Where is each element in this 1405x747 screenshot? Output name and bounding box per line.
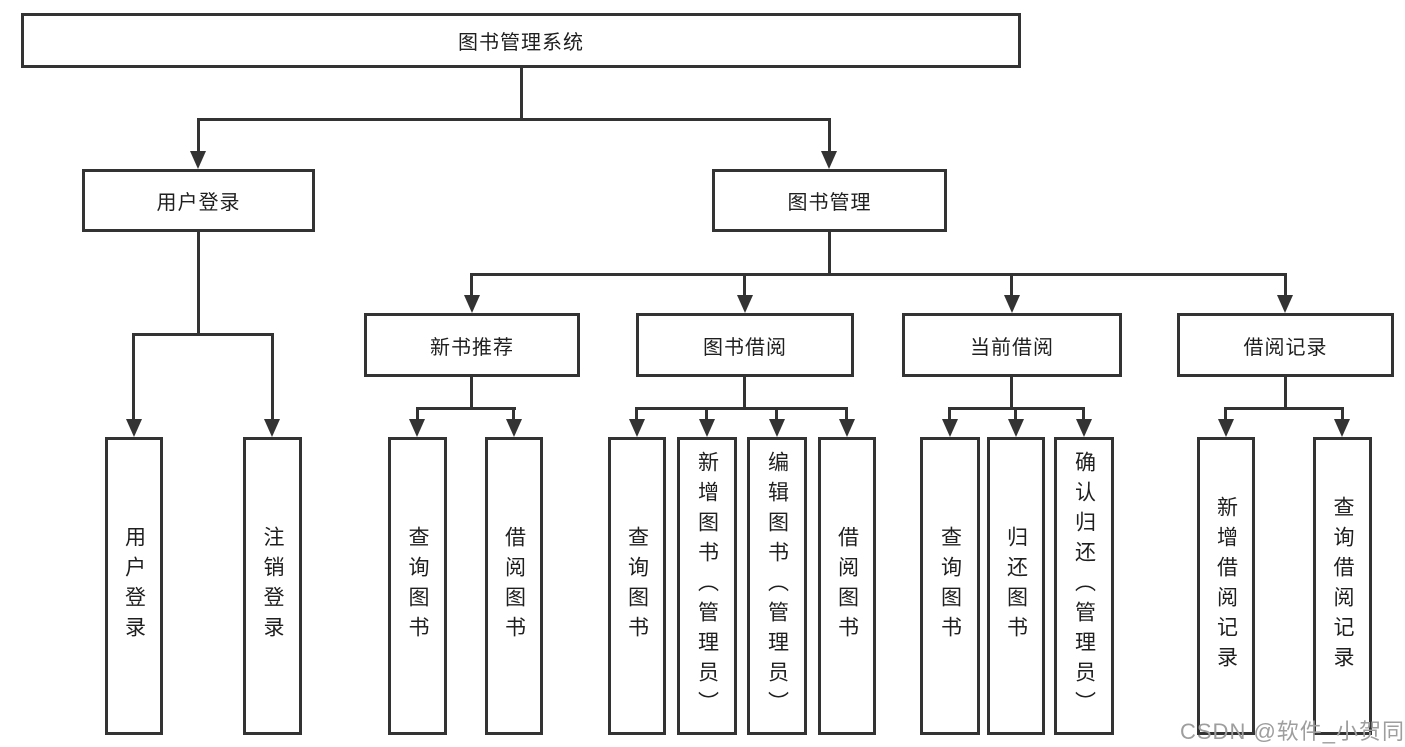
node-book-management: 图书管理	[712, 169, 947, 232]
arrow-down-icon	[409, 419, 425, 437]
node-book-borrowing: 图书借阅	[636, 313, 854, 377]
connector-drop-leaf-user-login	[132, 333, 135, 419]
leaf-logout: 注销登录	[243, 437, 302, 735]
connector-drop-leaf	[775, 407, 778, 421]
connector-book-management-branch	[470, 273, 1287, 276]
arrow-down-icon	[699, 419, 715, 437]
connector-user-login-trunk	[197, 232, 200, 336]
connector-drop-book-management	[828, 118, 831, 154]
connector-drop-new-book-recommendation	[470, 273, 473, 298]
connector-drop-leaf	[1224, 407, 1227, 421]
arrow-down-icon	[839, 419, 855, 437]
connector-drop-leaf	[416, 407, 419, 421]
connector-drop-leaf	[1341, 407, 1344, 421]
leaf-user-login: 用户登录	[105, 437, 163, 735]
connector-drop-leaf	[512, 407, 515, 421]
arrow-down-icon	[464, 295, 480, 313]
leaf-add-borrow-record: 新增借阅记录	[1197, 437, 1255, 735]
arrow-down-icon	[1076, 419, 1092, 437]
connector-drop-leaf	[1014, 407, 1017, 421]
arrow-down-icon	[126, 419, 142, 437]
node-new-book-recommendation: 新书推荐	[364, 313, 580, 377]
connector-borrowing-trunk	[743, 377, 746, 410]
connector-drop-user-login	[197, 118, 200, 154]
leaf-edit-books-admin: 编辑图书（管理员）	[747, 437, 807, 735]
arrow-down-icon	[264, 419, 280, 437]
leaf-query-books-recommend: 查询图书	[388, 437, 447, 735]
arrow-down-icon	[1277, 295, 1293, 313]
connector-root-trunk	[520, 68, 523, 121]
arrow-down-icon	[1218, 419, 1234, 437]
connector-recommend-branch	[416, 407, 516, 410]
arrow-down-icon	[821, 151, 837, 169]
leaf-borrow-books-borrowing: 借阅图书	[818, 437, 876, 735]
arrow-down-icon	[1334, 419, 1350, 437]
connector-records-trunk	[1284, 377, 1287, 410]
connector-drop-leaf	[705, 407, 708, 421]
connector-drop-current-borrowing	[1010, 273, 1013, 298]
connector-book-management-trunk	[828, 232, 831, 276]
leaf-confirm-return-admin: 确认归还（管理员）	[1054, 437, 1114, 735]
arrow-down-icon	[1004, 295, 1020, 313]
connector-drop-leaf	[948, 407, 951, 421]
connector-drop-leaf-logout	[271, 333, 274, 419]
arrow-down-icon	[190, 151, 206, 169]
arrow-down-icon	[629, 419, 645, 437]
connector-drop-borrowing-records	[1284, 273, 1287, 298]
connector-drop-book-borrowing	[743, 273, 746, 298]
arrow-down-icon	[506, 419, 522, 437]
arrow-down-icon	[769, 419, 785, 437]
connector-recommend-trunk	[470, 377, 473, 410]
leaf-add-books-admin: 新增图书（管理员）	[677, 437, 737, 735]
arrow-down-icon	[1008, 419, 1024, 437]
watermark: CSDN @软件_小贺同学	[1180, 719, 1405, 744]
leaf-return-books: 归还图书	[987, 437, 1045, 735]
connector-records-branch	[1224, 407, 1344, 410]
leaf-query-borrow-record: 查询借阅记录	[1313, 437, 1372, 735]
connector-drop-leaf	[1082, 407, 1085, 421]
node-library-management-system: 图书管理系统	[21, 13, 1021, 68]
connector-borrowing-branch	[635, 407, 848, 410]
node-user-login: 用户登录	[82, 169, 315, 232]
leaf-query-books-current: 查询图书	[920, 437, 980, 735]
leaf-query-books-borrowing: 查询图书	[608, 437, 666, 735]
connector-current-trunk	[1010, 377, 1013, 410]
leaf-borrow-books-recommend: 借阅图书	[485, 437, 543, 735]
connector-drop-leaf	[845, 407, 848, 421]
connector-root-branch	[197, 118, 831, 121]
node-current-borrowing: 当前借阅	[902, 313, 1122, 377]
connector-drop-leaf	[635, 407, 638, 421]
connector-user-login-branch	[132, 333, 274, 336]
node-borrowing-records: 借阅记录	[1177, 313, 1394, 377]
arrow-down-icon	[737, 295, 753, 313]
arrow-down-icon	[942, 419, 958, 437]
